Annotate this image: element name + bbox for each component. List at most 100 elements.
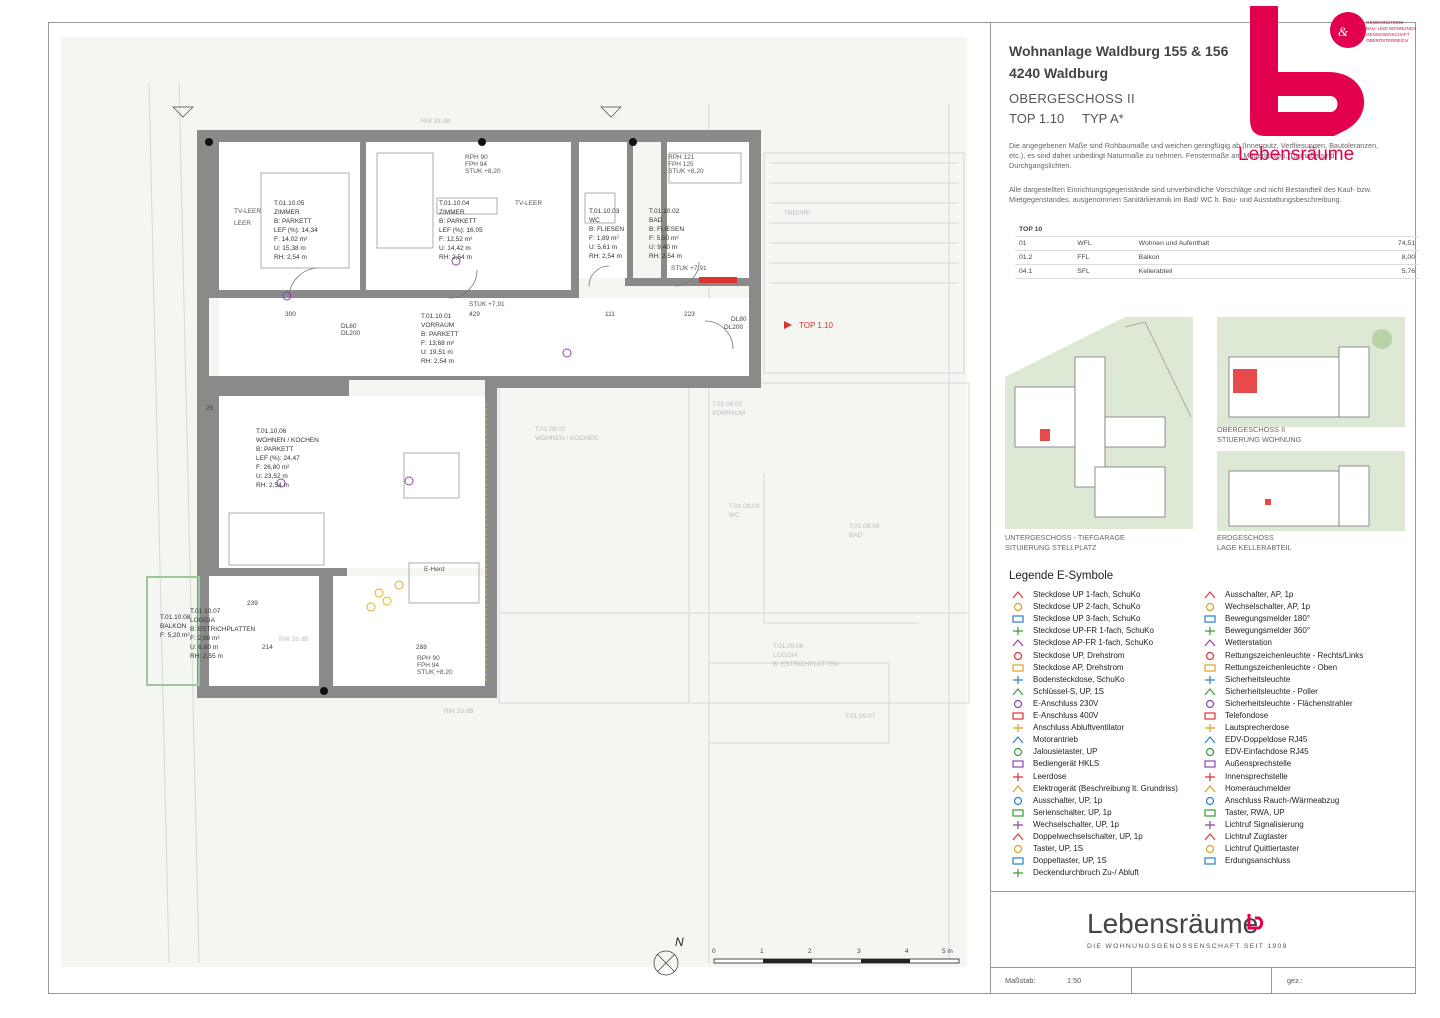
- legend-item: Bodensteckdose, SchuKo: [1011, 675, 1125, 685]
- footer-scale-row: Maßstab: 1:50 gez.:: [991, 967, 1416, 994]
- neighbour-labels: T.01.09.02 WOHNEN / KOCHEN T.01.09.01 VO…: [535, 210, 880, 720]
- legend-item-label: Rettungszeichenleuchte - Rechts/Links: [1225, 650, 1364, 660]
- svg-text:LEER: LEER: [234, 220, 251, 227]
- note-furniture: Alle dargestellten Einrichtungsgegenstän…: [1009, 185, 1372, 204]
- massstab-label: Maßstab:: [1005, 976, 1036, 985]
- svg-text:U: 23,52 m: U: 23,52 m: [256, 473, 288, 480]
- svg-text:LEF (%): 14,34: LEF (%): 14,34: [274, 227, 318, 234]
- right-symbol-icon: [1204, 687, 1216, 696]
- legend-item-label: Wetterstation: [1225, 638, 1272, 648]
- svg-text:F: 2,80 m²: F: 2,80 m²: [190, 635, 220, 642]
- svg-text:111: 111: [605, 311, 615, 318]
- legend-item-label: Bewegungsmelder 180°: [1225, 614, 1311, 624]
- svg-text:RH: 2,54 m: RH: 2,54 m: [589, 253, 622, 260]
- legend-item-label: Innensprechstelle: [1225, 771, 1288, 781]
- legend-item: Jalousietaster, UP: [1011, 747, 1097, 757]
- left-symbol-icon: [1012, 833, 1024, 841]
- right-symbol-icon: [1204, 833, 1216, 841]
- svg-text:RPH 121: RPH 121: [668, 154, 695, 161]
- svg-text:STUK +8,20: STUK +8,20: [465, 168, 501, 175]
- svg-text:214: 214: [262, 644, 273, 651]
- unit-type: TYP A*: [1082, 111, 1124, 126]
- rooms: [209, 142, 749, 686]
- legend-item: Ausschalter, AP, 1p: [1203, 590, 1293, 600]
- left-symbol-icon: [1013, 602, 1023, 612]
- right-symbol-icon: [1205, 699, 1215, 708]
- right-symbol-icon: [1204, 784, 1216, 792]
- left-symbol-icon: [1013, 699, 1023, 708]
- legend-item-label: Außensprechstelle: [1225, 759, 1292, 769]
- svg-text:OBERÖSTERREICH: OBERÖSTERREICH: [1366, 37, 1408, 43]
- legend-item-label: Serienschalter, UP, 1p: [1033, 807, 1112, 817]
- legend-item: Rettungszeichenleuchte - Oben: [1203, 663, 1337, 673]
- svg-text:RH: 2,54 m: RH: 2,54 m: [649, 253, 682, 260]
- svg-text:FPH 94: FPH 94: [465, 161, 487, 168]
- svg-text:FPH 125: FPH 125: [668, 161, 694, 168]
- legend-item-label: Rettungszeichenleuchte - Oben: [1225, 662, 1338, 672]
- legend-item-label: Lautsprecherdose: [1225, 723, 1290, 733]
- right-symbol-icon: [1204, 639, 1216, 647]
- table-header-row: TOP 10: [1015, 223, 1419, 237]
- svg-text:U: 5,61 m: U: 5,61 m: [589, 244, 617, 251]
- legend-item: Wechselschalter, AP, 1p: [1203, 602, 1310, 612]
- floor-name: OBERGESCHOSS II: [1009, 91, 1135, 106]
- legend-item-label: Homerauchmelder: [1225, 783, 1291, 793]
- svg-text:DL80: DL80: [731, 316, 747, 323]
- legend-item: Erdungsanschluss: [1203, 856, 1290, 866]
- legend-item: Lichtruf Zugtaster: [1203, 832, 1287, 842]
- legend-item: Ausschalter, UP, 1p: [1011, 796, 1102, 806]
- legend-item-label: Steckdose UP, Drehstrom: [1033, 650, 1125, 660]
- svg-text:T.01.10.02: T.01.10.02: [649, 208, 680, 215]
- legend-item: Schlüssel-S, UP, 1S: [1011, 687, 1104, 697]
- project-address: 4240 Waldburg: [1009, 65, 1109, 81]
- svg-text:T.01.10.03: T.01.10.03: [589, 208, 620, 215]
- legend-item-label: Sicherheitsleuchte - Poller: [1225, 686, 1318, 696]
- legend-item: Bewegungsmelder 180°: [1203, 614, 1310, 624]
- svg-text:U: 15,38 m: U: 15,38 m: [274, 245, 306, 252]
- legend-item: Leerdose: [1011, 772, 1066, 782]
- svg-text:288: 288: [416, 644, 427, 651]
- svg-text:&: &: [1338, 24, 1349, 39]
- svg-text:RH: 2,54 m: RH: 2,54 m: [256, 482, 289, 489]
- svg-text:GEMEINNÜTZIGE: GEMEINNÜTZIGE: [1366, 19, 1404, 25]
- legend-item-label: Ausschalter, AP, 1p: [1225, 590, 1294, 600]
- right-symbol-icon: [1205, 772, 1215, 781]
- legend-item: Taster, RWA, UP: [1203, 808, 1285, 818]
- left-symbol-icon: [1012, 615, 1024, 623]
- walls: [197, 130, 761, 698]
- svg-text:VORRAUM: VORRAUM: [421, 322, 454, 329]
- right-symbol-icon: [1205, 796, 1215, 805]
- svg-text:T.01.09.01: T.01.09.01: [712, 401, 743, 408]
- svg-text:E-Herd: E-Herd: [424, 566, 445, 573]
- svg-text:DL200: DL200: [341, 330, 361, 337]
- left-symbol-icon: [1012, 639, 1024, 647]
- svg-text:429: 429: [469, 311, 480, 318]
- svg-text:STUK +7,91: STUK +7,91: [469, 301, 505, 308]
- legend-item-label: Steckdose UP 1-fach, SchuKo: [1033, 590, 1141, 600]
- legend-item: Anschluss Rauch-/Wärmeabzug: [1203, 796, 1339, 806]
- left-symbol-icon: [1012, 591, 1024, 599]
- brand-tagline: DIE WOHNUNGSGENOSSENSCHAFT SEIT 1909: [1087, 943, 1288, 950]
- svg-text:0: 0: [712, 948, 716, 955]
- svg-text:RW 33 dB: RW 33 dB: [444, 708, 474, 715]
- right-symbol-icon: [1204, 663, 1216, 672]
- legend-item-label: Anschluss Abluftventilator: [1033, 723, 1125, 733]
- left-symbol-icon: [1013, 675, 1023, 684]
- legend-item-label: Schlüssel-S, UP, 1S: [1033, 686, 1104, 696]
- legend-item-label: E-Anschluss 400V: [1033, 711, 1099, 721]
- legend-item: Anschluss Abluftventilator: [1011, 723, 1124, 733]
- svg-text:U: 9,40 m: U: 9,40 m: [649, 244, 677, 251]
- svg-text:4: 4: [905, 948, 909, 955]
- legend-item-label: Steckdose UP 3-fach, SchuKo: [1033, 614, 1141, 624]
- svg-text:U: 19,51 m: U: 19,51 m: [421, 349, 453, 356]
- scale-bar: 0 1 2 3 4 5 m: [712, 948, 960, 964]
- site-map-erdgeschoss: [1217, 451, 1405, 531]
- left-symbol-icon: [1012, 857, 1024, 865]
- right-symbol-icon: [1205, 724, 1215, 733]
- svg-text:ZIMMER: ZIMMER: [274, 209, 300, 216]
- legend-item: Rettungszeichenleuchte - Rechts/Links: [1203, 651, 1363, 661]
- svg-text:TV-LEER: TV-LEER: [515, 200, 542, 207]
